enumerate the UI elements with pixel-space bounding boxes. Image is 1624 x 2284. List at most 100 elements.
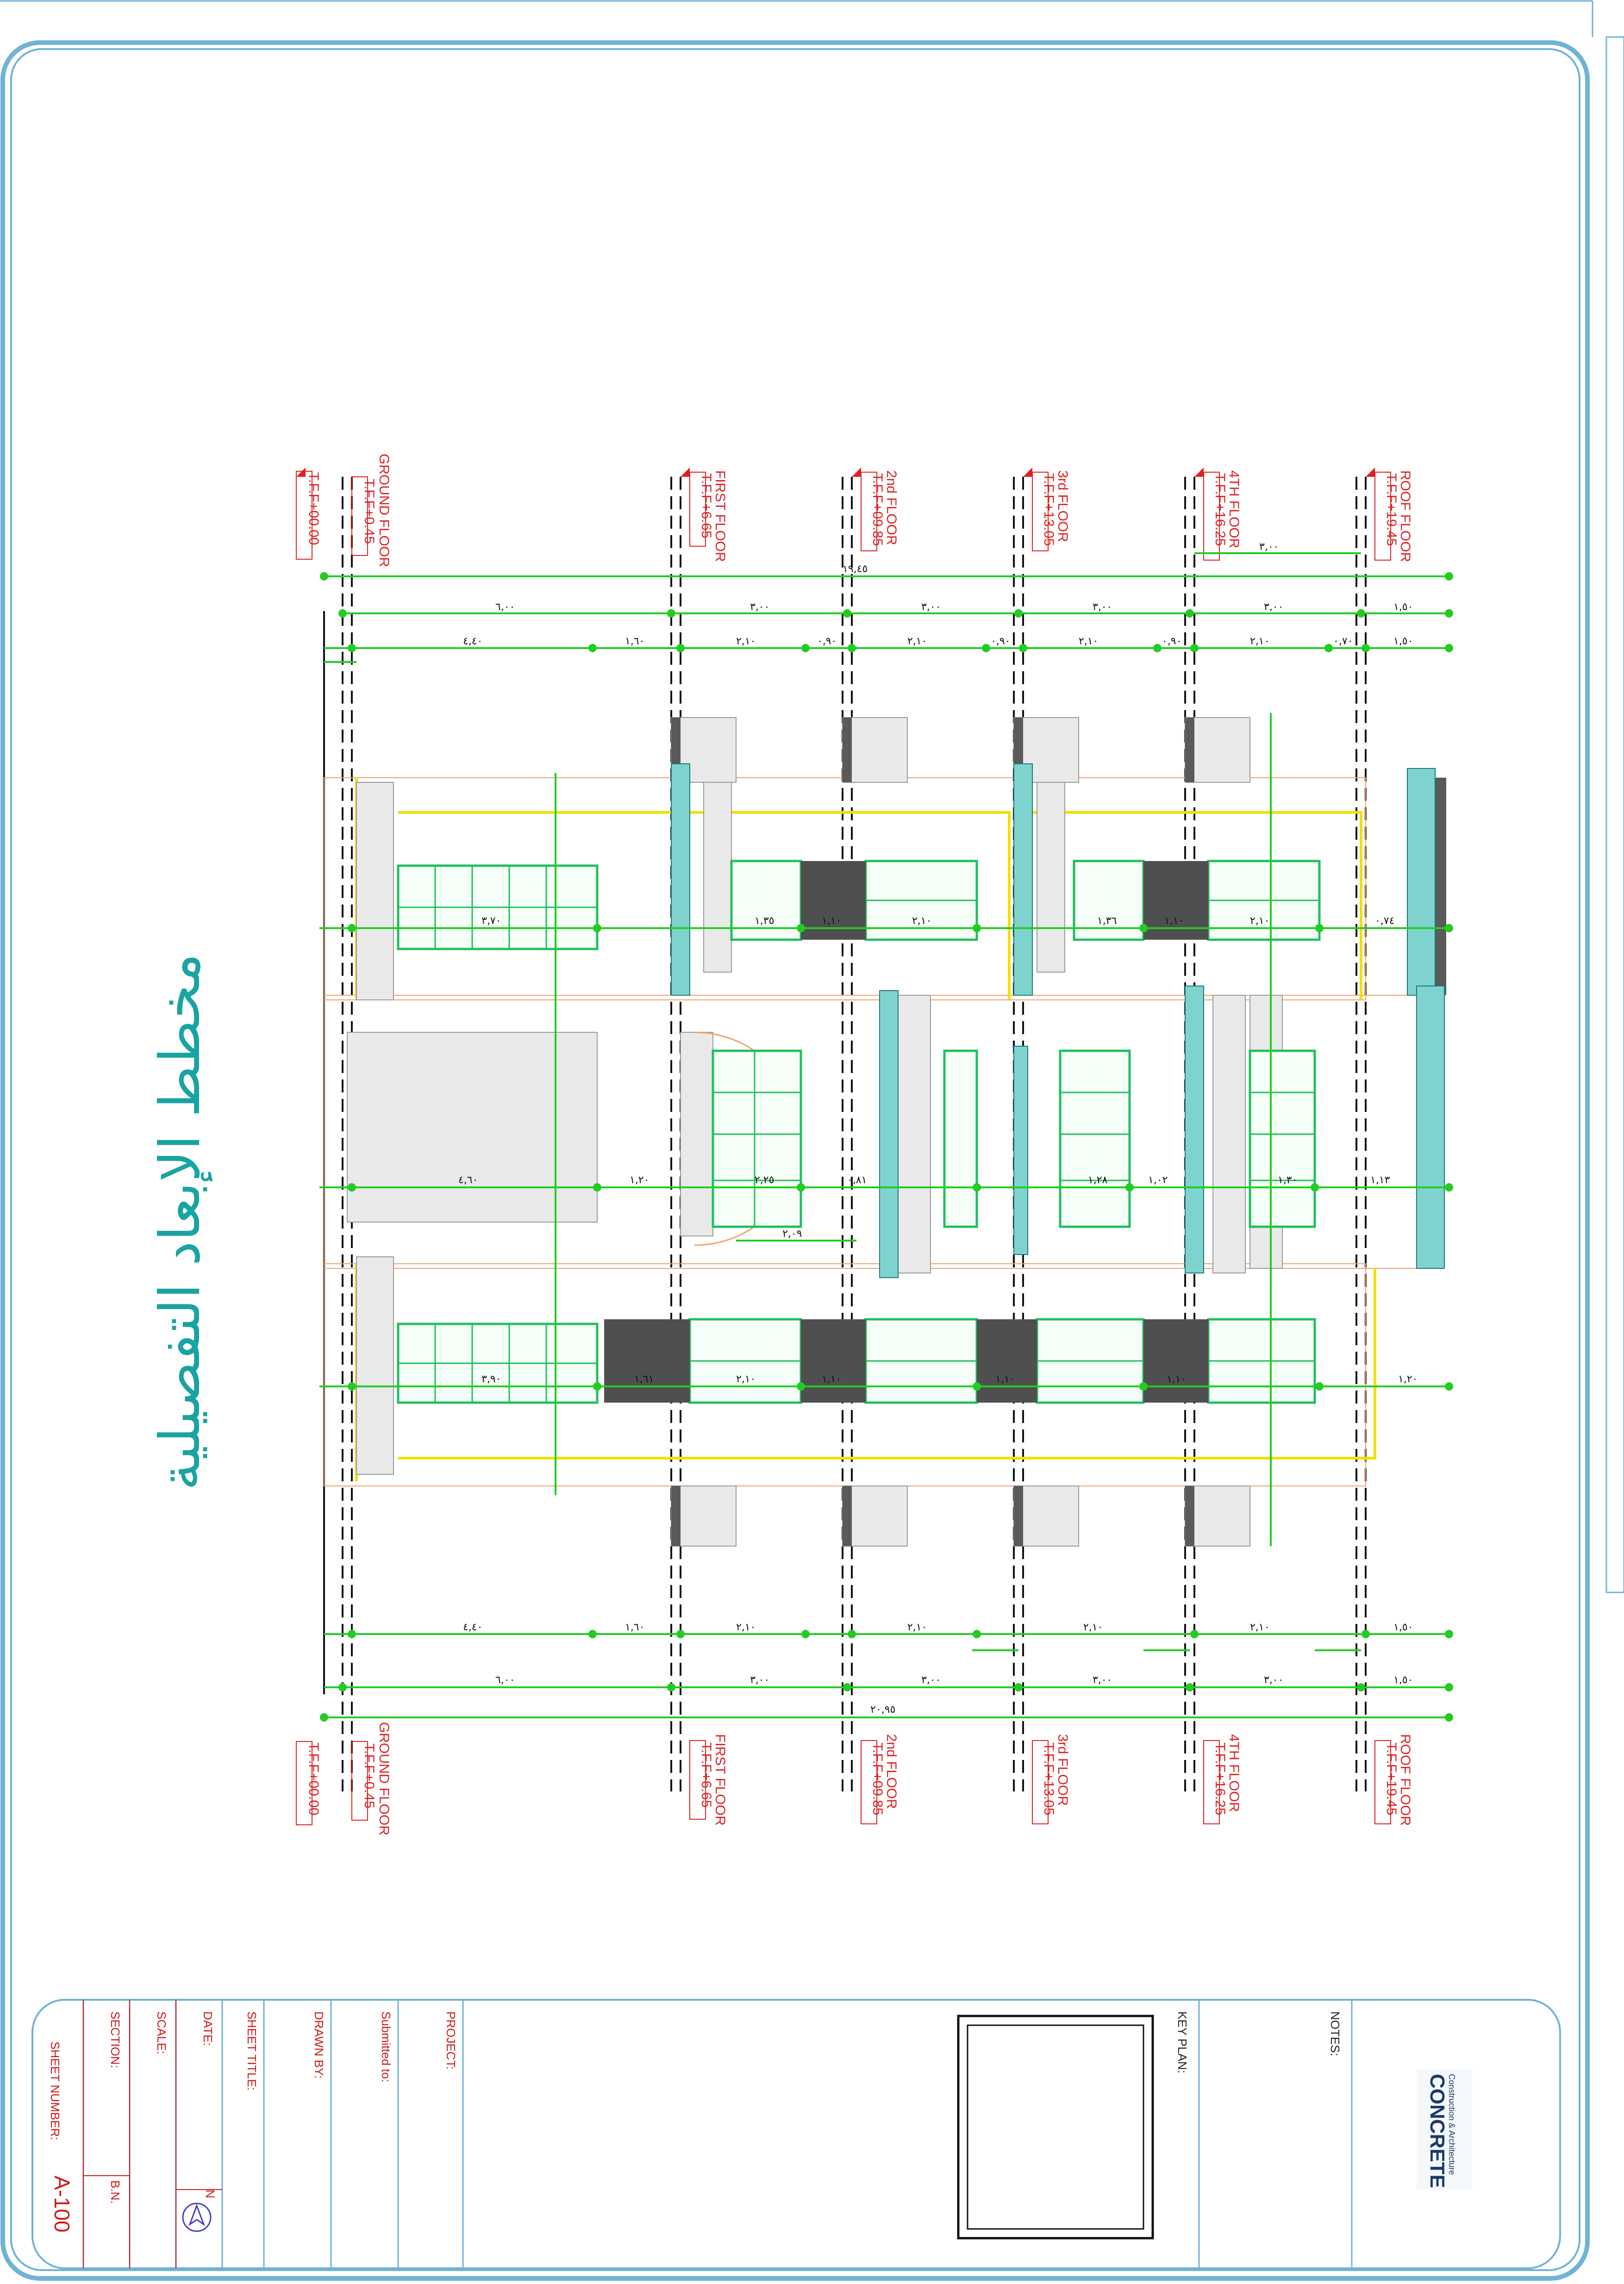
level-tff-label: T.F.F+13.05 (1041, 473, 1056, 546)
sheet-border-inner (10, 48, 1580, 2271)
level-tff-label: T.F.F+16.25 (1212, 1742, 1228, 1816)
company-logo: CONCRETE Construction & Architecture (1417, 2069, 1472, 2190)
level-fourth-top: T.F.F+16.25 4TH FLOOR (1194, 468, 1242, 561)
dimension-label: ١,١٠ (1164, 915, 1184, 927)
dimension-label: ٢,١٠ (736, 636, 756, 647)
dimension-label: ١,٠٢ (1148, 1174, 1168, 1186)
dimension-label: ٣,٠٠ (1093, 601, 1112, 613)
dimension-label: ٣,٠٠ (1093, 1674, 1112, 1686)
overall-dimension-top: ١٩,٤٥ (843, 563, 868, 575)
dimension-label: ٣,٠٠ (1264, 601, 1283, 613)
dimension-label: ٢,١٠ (736, 1373, 756, 1385)
window (712, 1049, 802, 1228)
dimension-label: ١,٢٨ (1088, 1174, 1108, 1186)
dimension-label: ١,٦١ (634, 1373, 654, 1385)
level-ground-bottom: T.F.F+00.00 T.F.F+0.45 GROUND FLOOR (296, 1722, 392, 1835)
dimension-label: ١,٥٠ (1393, 601, 1413, 613)
dimension-label: ١,٢٠ (630, 1174, 649, 1186)
level-third-top: T.F.F+13.05 3rd FLOOR (1023, 468, 1070, 551)
title-block: SHEET NUMBER: A-100 SECTION: B.N. SCALE:… (31, 1999, 1561, 2269)
section-label: SECTION: (108, 2011, 122, 2068)
level-roof-top: T.F.F+19.45 ROOF FLOOR (1366, 468, 1413, 562)
drawn-by-label: DRAWN BY: (312, 2011, 326, 2078)
level-tff-label: T.F.F+16.25 (1212, 473, 1228, 546)
dimension-label: ٢,١٠ (912, 915, 931, 927)
bn-label: B.N. (108, 2180, 122, 2204)
dimension-label: ١,١٣ (1370, 1174, 1390, 1186)
logo-tagline: Construction & Architecture (1447, 2074, 1456, 2175)
level-tff-label: T.F.F+6.65 (699, 1742, 714, 1808)
scale-label: SCALE: (155, 2011, 169, 2054)
sheet-number-value: A-100 (50, 2176, 74, 2233)
overall-dimension-bottom: ٢٠,٩٥ (870, 1704, 895, 1716)
dimension-label: ٢,١٠ (907, 1622, 927, 1633)
dimension-label: ١,٣٥ (755, 915, 774, 927)
dimension-label: ٢,١٠ (1079, 636, 1098, 647)
dimension-label: ٠,٩٠ (991, 636, 1010, 647)
level-base-label: T.F.F+00.00 (306, 472, 321, 545)
dimension-label: ٠,٧٤ (1375, 915, 1394, 927)
project-label: PROJECT: (444, 2011, 458, 2070)
dimension-label: ٠,٧٠ (1333, 636, 1353, 647)
window (943, 1049, 978, 1228)
window (1249, 1049, 1316, 1228)
level-fourth-bottom: T.F.F+16.25 4TH FLOOR (1203, 1734, 1242, 1824)
level-tff-label: T.F.F+19.45 (1384, 1742, 1399, 1816)
level-name-label: GROUND FLOOR (376, 454, 392, 567)
dimension-label: ٢,١٠ (1250, 1622, 1269, 1633)
level-name-label: FIRST FLOOR (712, 470, 728, 562)
logo-name: CONCRETE (1426, 2074, 1449, 2188)
level-second-top: T.F.F+09.85 2nd FLOOR (852, 468, 899, 551)
level-second-bottom: T.F.F+09.85 2nd FLOOR (861, 1734, 899, 1824)
dimension-label: ٣,٠٠ (1259, 541, 1279, 553)
notes-label: NOTES: (1328, 2011, 1342, 2056)
dimension-label: ٠,٨١ (847, 1174, 867, 1186)
level-tff-label: T.F.F+6.65 (699, 473, 714, 538)
dimension-label: ١,١٠ (995, 1373, 1015, 1385)
dimension-label: ١,٦٠ (625, 636, 644, 647)
key-plan-label: KEY PLAN: (1175, 2011, 1189, 2073)
sheet-border-outer (0, 40, 1590, 2281)
dimension-label: ١,١٠ (822, 915, 841, 927)
dimension-label: ٦,٠٠ (495, 601, 515, 613)
level-name-label: 4TH FLOOR (1226, 470, 1242, 548)
window (730, 860, 802, 941)
level-name-label: GROUND FLOOR (376, 1722, 392, 1835)
dimension-label: ١,٣٠ (1278, 1174, 1297, 1186)
dimension-label: ١,٢٠ (1398, 1373, 1418, 1385)
north-label: N (203, 2190, 217, 2198)
north-arrow-icon: N (182, 2190, 217, 2232)
dimension-label: ١,٥٠ (1393, 1622, 1413, 1633)
dimension-label: ٣,٠٠ (1264, 1674, 1283, 1686)
dimension-label: ٣,٠٠ (921, 601, 941, 613)
dimension-label: ٣,٧٠ (481, 915, 501, 927)
date-label: DATE: (201, 2011, 215, 2046)
dimension-label: ١,٥٠ (1393, 1674, 1413, 1686)
dimension-label: ٠,٩٠ (817, 636, 837, 647)
dimension-label: ١,١٠ (1167, 1373, 1186, 1385)
dimension-label: ١,٦٠ (625, 1622, 644, 1633)
level-first-top: T.F.F+6.65 FIRST FLOOR (681, 468, 728, 562)
dimension-label: ١,٣٦ (1097, 915, 1117, 927)
dimension-label: ١,٥٠ (1393, 636, 1413, 647)
level-name-label: 3rd FLOOR (1055, 1734, 1070, 1806)
dimension-label: ٦,٠٠ (495, 1674, 515, 1686)
dimension-label: ٤,٤٠ (463, 636, 482, 647)
key-plan-frame (957, 2015, 1154, 2240)
window (1073, 860, 1145, 941)
elevation-dimension-drawing: T.F.F+00.00 T.F.F+0.45 GROUND FLOOR T.F.… (148, 454, 1453, 1835)
sheet-title-label: SHEET TITLE: (245, 2011, 259, 2091)
level-ground-top: T.F.F+00.00 T.F.F+0.45 GROUND FLOOR (296, 454, 392, 567)
dimension-label: ٢,١٠ (1250, 636, 1269, 647)
level-tff-label: T.F.F+09.85 (870, 473, 885, 546)
level-name-label: ROOF FLOOR (1398, 1734, 1413, 1826)
dimension-label: ٣,٩٠ (481, 1373, 501, 1385)
dimension-label: ٢,٠٩ (782, 1228, 802, 1240)
level-roof-bottom: T.F.F+19.45 ROOF FLOOR (1374, 1734, 1413, 1826)
dimension-label: ٢,١٠ (1083, 1622, 1103, 1633)
level-name-label: FIRST FLOOR (712, 1734, 728, 1826)
dimension-label: ١,١٠ (822, 1373, 841, 1385)
dimension-label: ٢,١٠ (736, 1622, 756, 1633)
level-tff-label: T.F.F+0.45 (362, 1743, 377, 1809)
